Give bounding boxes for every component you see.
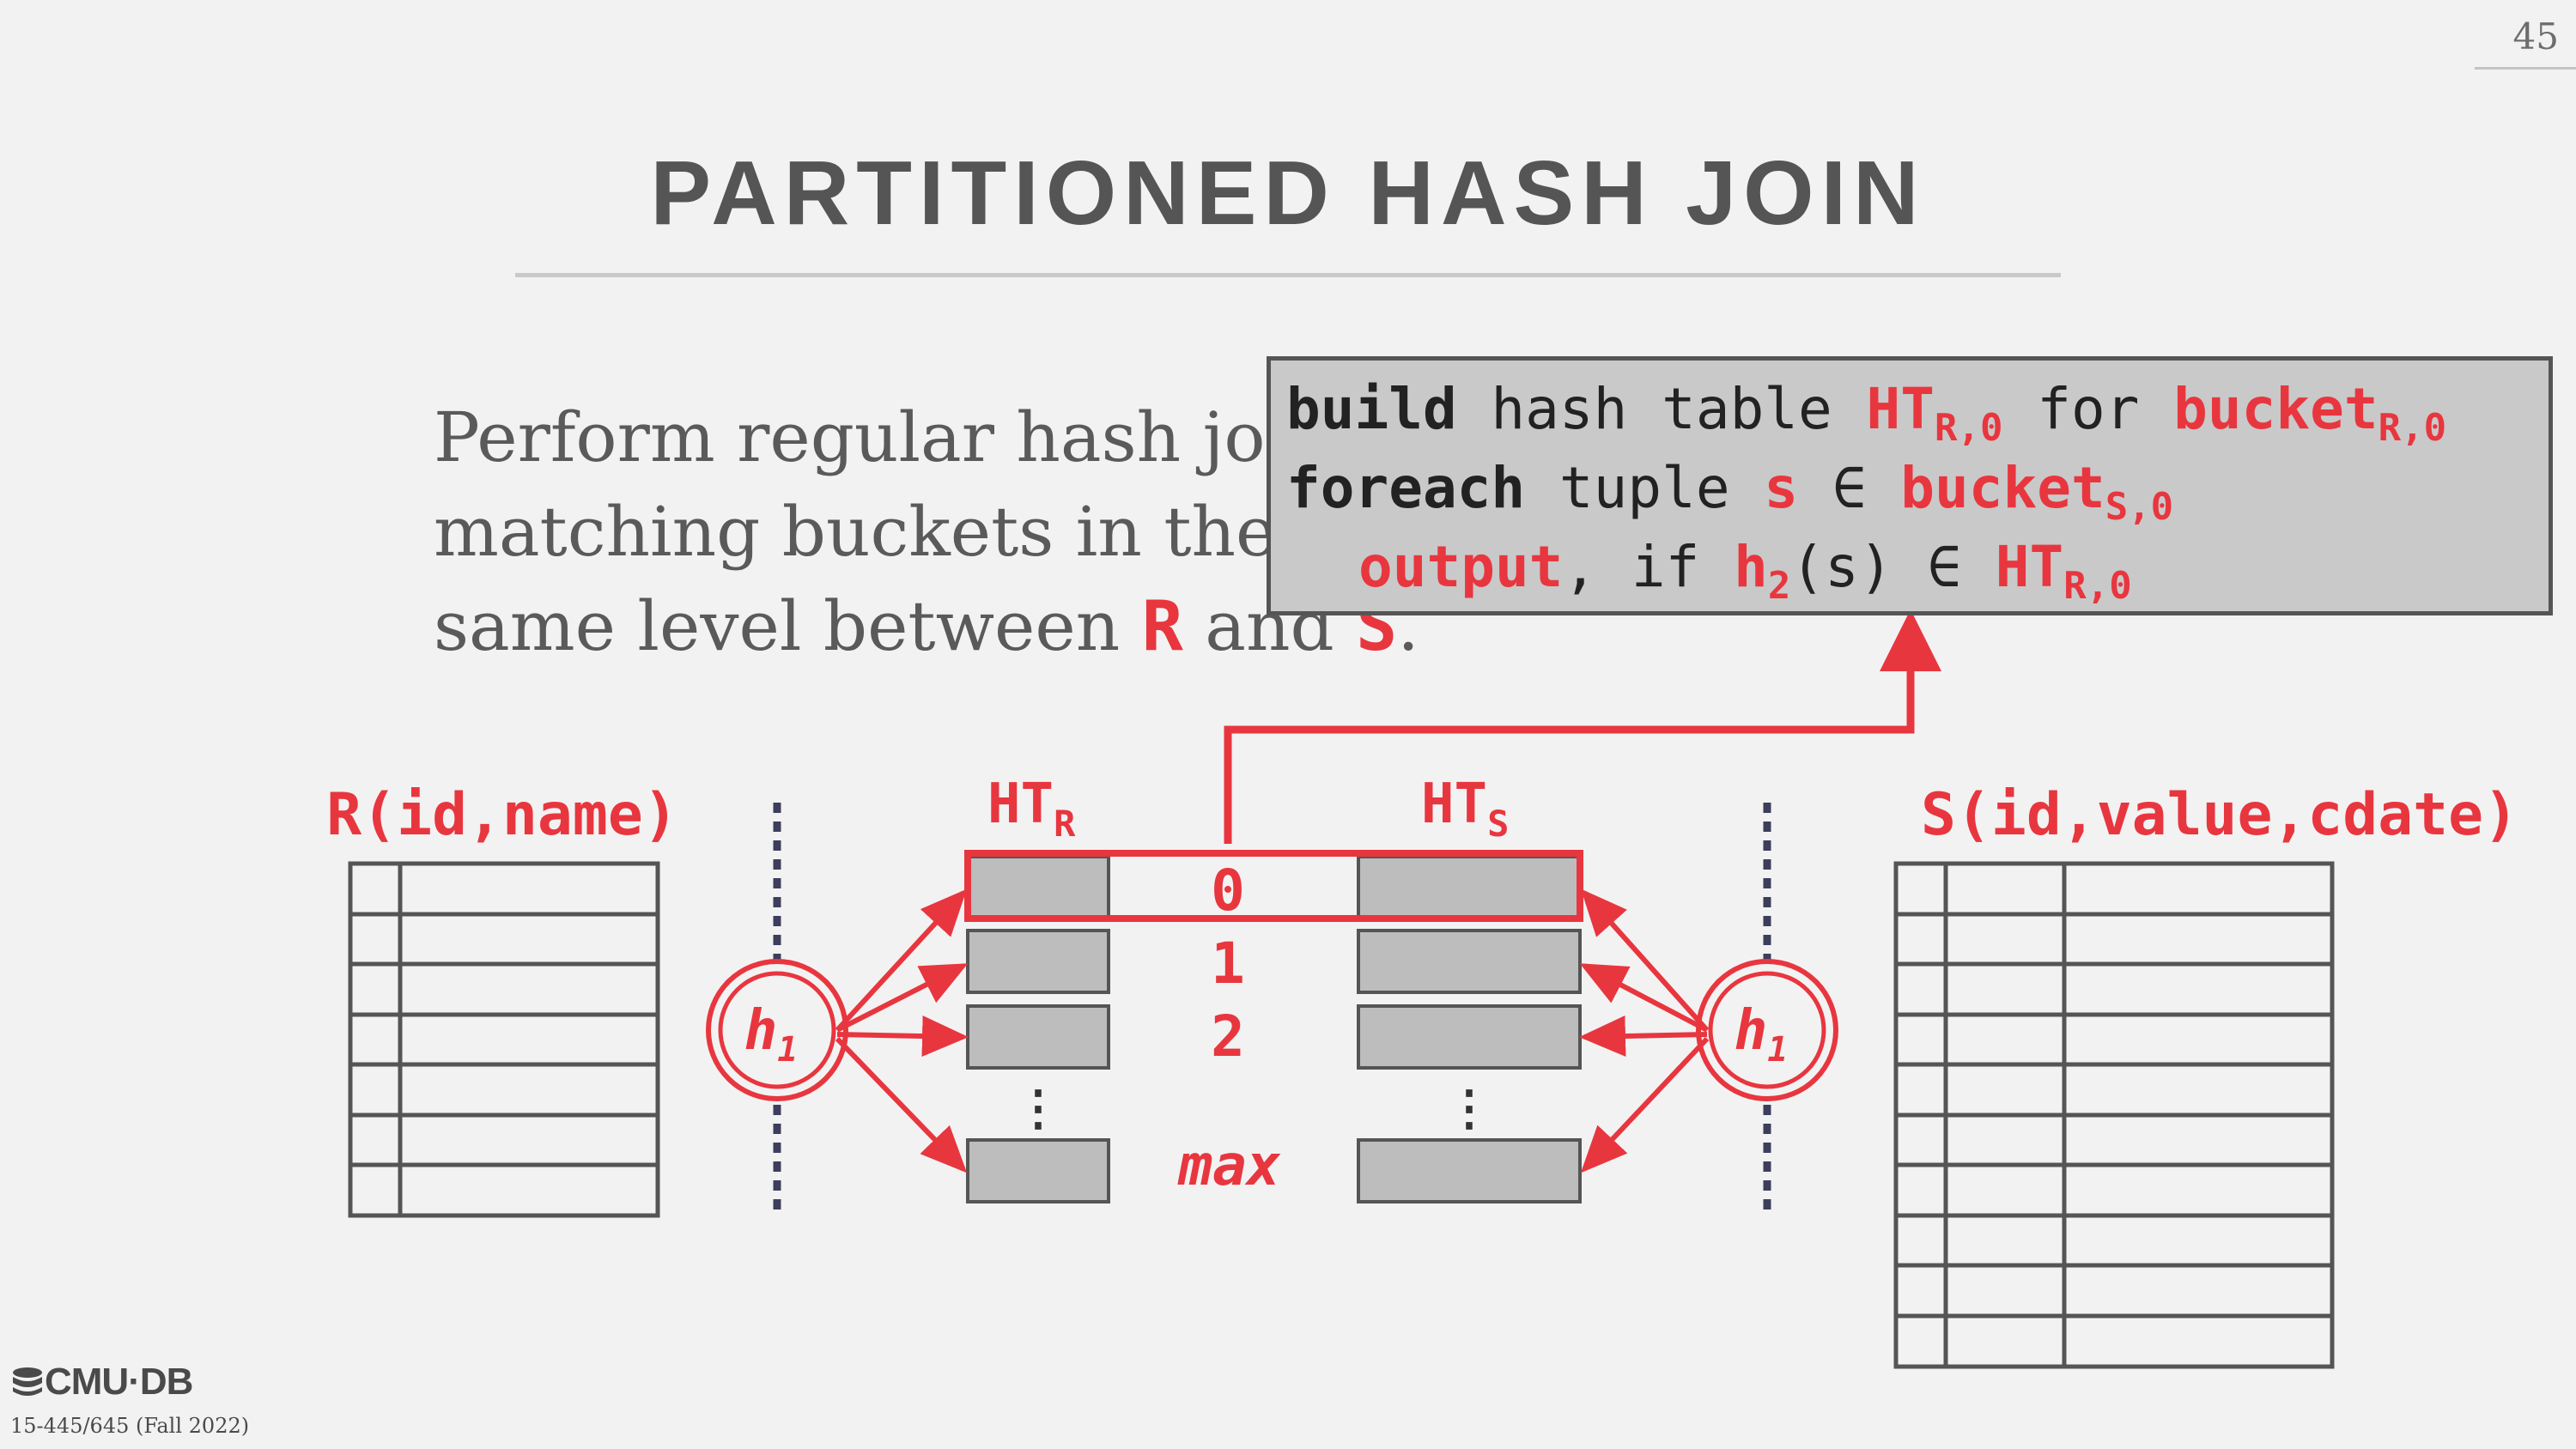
bucket-index-1: 1 bbox=[1211, 931, 1245, 997]
code-kw-foreach: foreach bbox=[1286, 455, 1526, 521]
code-bucket: bucketR,0 bbox=[2173, 376, 2447, 451]
database-icon bbox=[13, 1367, 42, 1396]
hash-function-right: h1 bbox=[1696, 959, 1838, 1101]
code-text: hash table bbox=[1456, 376, 1867, 442]
hash-function-left: h1 bbox=[706, 959, 848, 1101]
code-text: tuple bbox=[1525, 455, 1765, 521]
code-fn-h2: h2 bbox=[1734, 534, 1791, 609]
logo-text: CMU·DB bbox=[45, 1361, 193, 1403]
code-bucket: bucketS,0 bbox=[1900, 455, 2174, 530]
relation-r-table bbox=[348, 861, 660, 1218]
bucket-index-2: 2 bbox=[1211, 1003, 1245, 1070]
code-box: build hash table HTR,0 for bucketR,0 for… bbox=[1267, 356, 2553, 615]
page-number-rule bbox=[2475, 67, 2576, 70]
code-text: for bbox=[2002, 376, 2174, 442]
bucket-0-to-code-arrow bbox=[1224, 609, 1941, 844]
ht-s-bucket-1 bbox=[1357, 929, 1582, 994]
body-line-3-prefix: same level between bbox=[434, 586, 1142, 666]
ht-s-ellipsis: ⋮ bbox=[1445, 1081, 1493, 1137]
ht-s-bucket-0 bbox=[1357, 855, 1582, 920]
ht-s-bucket-2 bbox=[1357, 1004, 1582, 1070]
hash-left-label: h1 bbox=[744, 999, 799, 1070]
ht-s-buckets bbox=[1357, 855, 1582, 1203]
ht-s-bucket-max bbox=[1357, 1138, 1582, 1203]
hash-right-label: h1 bbox=[1735, 999, 1789, 1070]
bucket-index-0: 0 bbox=[1211, 858, 1245, 924]
relation-s-table bbox=[1893, 861, 2335, 1369]
code-ht: HTR,0 bbox=[1995, 534, 2132, 609]
ht-r-bucket-max bbox=[966, 1138, 1110, 1203]
ht-s-hash-arrows bbox=[1579, 888, 1710, 1173]
ht-r-ellipsis: ⋮ bbox=[1014, 1081, 1062, 1137]
code-kw-build: build bbox=[1286, 376, 1457, 442]
bucket-0-highlight bbox=[964, 850, 1583, 922]
code-arg: (s) bbox=[1790, 534, 1893, 600]
code-line-3: output, if h2(s) ∈ HTR,0 bbox=[1358, 534, 2132, 608]
relation-r-ref: R bbox=[1141, 586, 1183, 666]
ht-r-buckets bbox=[966, 855, 1110, 1203]
title-underline bbox=[515, 273, 2061, 277]
ht-r-bucket-2 bbox=[966, 1004, 1110, 1070]
bucket-index-max: max bbox=[1176, 1132, 1280, 1198]
code-text: ∈ bbox=[1893, 534, 1996, 600]
code-text: ∈ bbox=[1798, 455, 1901, 521]
slide-title: PARTITIONED HASH JOIN bbox=[650, 142, 1926, 244]
ht-r-bucket-0 bbox=[966, 855, 1110, 920]
code-var-s: s bbox=[1764, 455, 1799, 521]
page-number: 45 bbox=[2512, 15, 2559, 58]
course-label: 15-445/645 (Fall 2022) bbox=[10, 1414, 250, 1438]
code-kw-output: output bbox=[1358, 534, 1564, 600]
relation-s-label: S(id,value,cdate) bbox=[1921, 781, 2518, 849]
code-line-2: foreach tuple s ∈ bucketS,0 bbox=[1286, 455, 2173, 529]
ht-r-hash-arrows bbox=[835, 888, 969, 1173]
code-ht: HTR,0 bbox=[1866, 376, 2003, 451]
cmu-db-logo: CMU·DB bbox=[10, 1361, 193, 1404]
code-text: , if bbox=[1563, 534, 1735, 600]
ht-r-bucket-1 bbox=[966, 929, 1110, 994]
ht-s-label: HTS bbox=[1421, 773, 1509, 845]
code-line-1: build hash table HTR,0 for bucketR,0 bbox=[1286, 376, 2446, 450]
relation-r-label: R(id,name) bbox=[326, 781, 677, 849]
body-line-2: matching buckets in the bbox=[434, 492, 1277, 572]
ht-r-label: HTR bbox=[987, 773, 1076, 845]
